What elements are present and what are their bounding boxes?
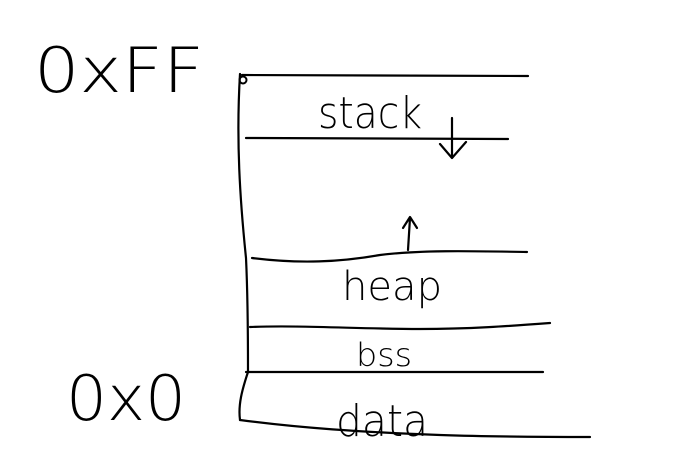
heap-growth-arrow-icon [401, 215, 419, 252]
bottom-address-label: 0x0 [66, 362, 186, 435]
heap-segment-label: heap [342, 264, 442, 310]
heap-bottom-boundary [248, 321, 552, 331]
stack-bottom-boundary [244, 136, 510, 141]
heap-top-boundary [250, 250, 529, 263]
top-address-label: 0xFF [34, 34, 204, 107]
stack-growth-arrow-icon [438, 116, 468, 160]
data-bottom-boundary [238, 418, 592, 439]
stack-top-boundary [240, 73, 530, 78]
memory-left-edge [237, 72, 250, 422]
stack-segment-label: stack [318, 88, 422, 139]
bss-segment-label: bss [356, 336, 412, 374]
data-segment-label: data [336, 396, 428, 447]
top-address-marker [238, 75, 248, 85]
